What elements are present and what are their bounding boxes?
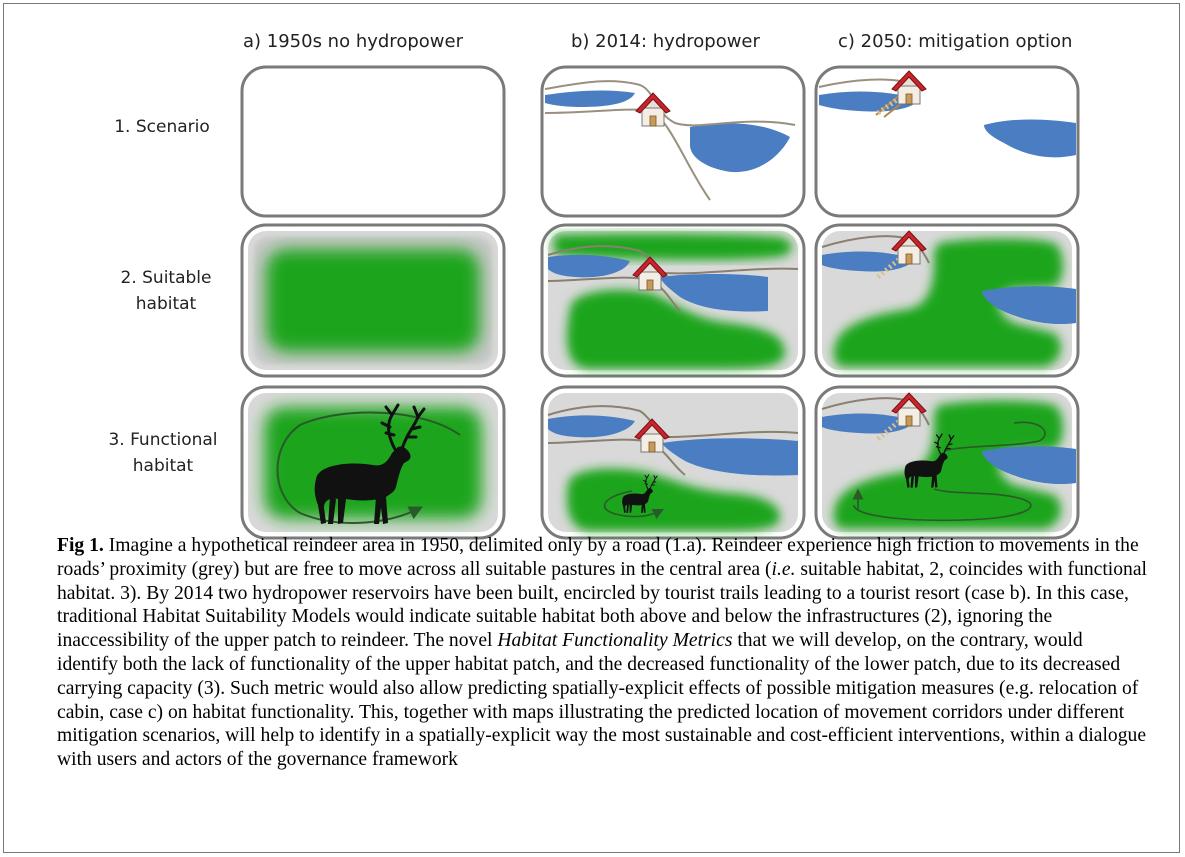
suitable-habitat (266, 249, 480, 352)
caption-ie: i.e. (771, 558, 796, 580)
movement-path-top (299, 411, 461, 436)
row-label-suitable-habitat: 2. Suitable habitat (96, 265, 236, 317)
reservoir-upper (548, 254, 630, 278)
column-header-c: c) 2050: mitigation option (838, 31, 1073, 52)
panel-1b (540, 65, 806, 218)
functional-habitat (264, 407, 482, 519)
panel-2b (540, 223, 806, 378)
caption-part1: Imagine a hypothetical reindeer area in … (57, 535, 1139, 580)
row-label-functional-habitat: 3. Functional habitat (83, 427, 243, 479)
panel-3b (540, 385, 806, 540)
caption-part3: that we will develop, on the contrary, w… (57, 630, 1147, 771)
habitat-lower (566, 289, 785, 369)
panel-2c (814, 223, 1080, 378)
movement-path-top (943, 421, 1046, 452)
panel-3a (240, 385, 506, 540)
caption-fig-label: Fig 1. (57, 535, 104, 556)
column-header-a: a) 1950s no hydropower (243, 31, 463, 52)
panel-1a-border (240, 65, 506, 218)
row-label-suitable-line1: 2. Suitable (120, 268, 212, 288)
panel-1c (814, 65, 1080, 218)
figure-caption: Fig 1. Imagine a hypothetical reindeer a… (57, 534, 1147, 772)
column-header-b: b) 2014: hydropower (571, 31, 760, 52)
habitat-connected (833, 238, 1063, 367)
reservoir-lower (984, 119, 1076, 158)
movement-path-bottom (853, 488, 1032, 521)
reservoir-lower (662, 438, 798, 476)
figure-frame (3, 3, 1180, 853)
reservoir-lower (982, 446, 1076, 485)
reservoir-lower (690, 123, 790, 173)
reservoir-lower (660, 274, 768, 312)
habitat-upper (554, 233, 792, 261)
row-label-scenario: 1. Scenario (92, 114, 232, 140)
row-label-functional-line2: habitat (132, 456, 194, 476)
panel-2a (240, 223, 506, 378)
habitat-connected (833, 400, 1063, 529)
row-label-suitable-line2: habitat (135, 294, 197, 314)
caption-part2: suitable habitat, 2, coincides with func… (57, 558, 1147, 652)
panel-3c (814, 385, 1080, 540)
movement-path (603, 490, 665, 520)
caption-hfm: Habitat Functionality Metrics (497, 630, 733, 652)
panel-1a (240, 65, 506, 218)
reservoir-upper (548, 415, 635, 438)
reservoir-upper (819, 91, 919, 112)
row-label-functional-line1: 3. Functional (108, 430, 218, 450)
reservoir-upper (545, 90, 635, 107)
row-label-scenario-text: 1. Scenario (114, 117, 210, 137)
reservoir-lower (982, 286, 1076, 325)
